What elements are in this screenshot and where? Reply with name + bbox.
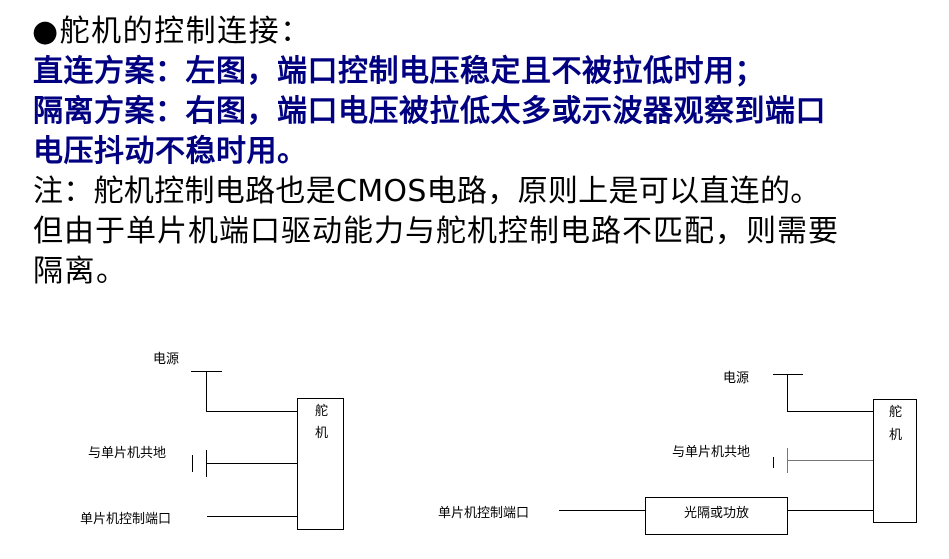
note-text-3: 隔离。	[33, 254, 128, 289]
ground-label: 与单片机共地	[672, 445, 750, 460]
power-label: 电源	[153, 352, 179, 367]
power-wire	[787, 374, 873, 412]
ground-label: 与单片机共地	[88, 446, 166, 461]
note-text-2: 但由于单片机端口驱动能力与舵机控制电路不匹配，则需要	[33, 214, 839, 249]
servo-label-1: 舵	[315, 404, 328, 419]
servo-label-2: 机	[315, 426, 328, 441]
isolator-box	[645, 497, 788, 535]
isolated-scheme-text-2: 电压抖动不稳时用。	[33, 134, 308, 169]
direct-connection-diagram	[191, 371, 344, 530]
isolated-connection-diagram	[559, 374, 917, 535]
servo-label-2: 机	[889, 428, 902, 443]
servo-box	[873, 399, 917, 523]
control-port-label: 单片机控制端口	[80, 512, 171, 527]
isolated-scheme-text-1: 隔离方案：右图，端口电压被拉低太多或示波器观察到端口	[33, 94, 826, 129]
isolator-label: 光隔或功放	[684, 506, 749, 521]
direct-scheme-text: 直连方案：左图，端口控制电压稳定且不被拉低时用；	[33, 54, 765, 89]
power-label: 电源	[723, 371, 749, 386]
heading: ●舵机的控制连接：	[32, 14, 312, 49]
control-port-label: 单片机控制端口	[438, 506, 529, 521]
servo-box	[297, 398, 344, 530]
power-wire	[206, 371, 297, 412]
servo-label-1: 舵	[889, 405, 902, 420]
note-text-1: 注：舵机控制电路也是CMOS电路，原则上是可以直连的。	[33, 174, 821, 209]
